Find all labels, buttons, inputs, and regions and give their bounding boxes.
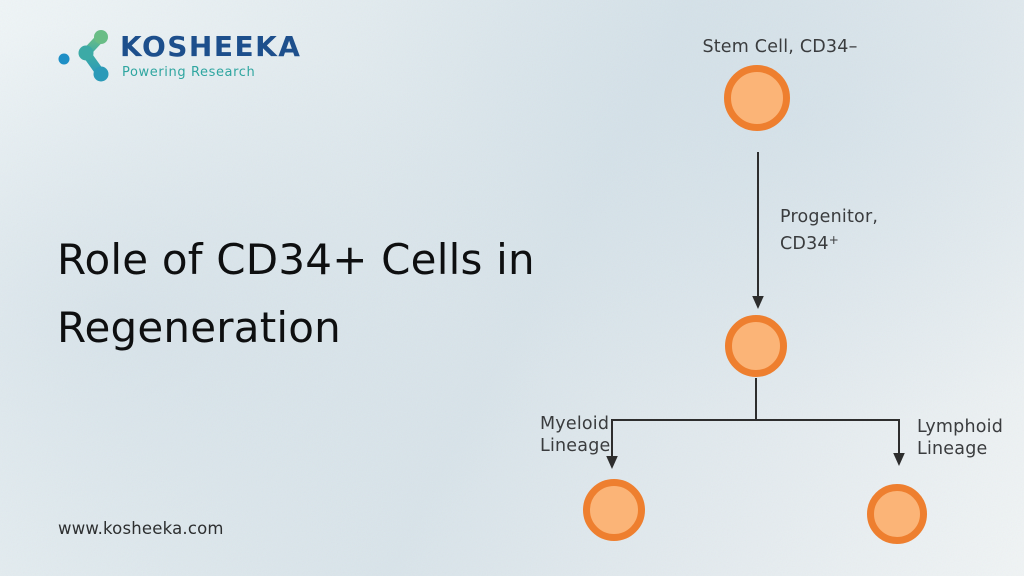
lymphoid-lineage-label: Lymphoid Lineage — [917, 416, 1003, 460]
brand-logo: KOSHEEKA Powering Research — [56, 26, 301, 86]
website-url: www.kosheeka.com — [58, 519, 224, 538]
myeloid-label-line2: Lineage — [540, 436, 611, 456]
progenitor-label: Progenitor, CD34+ — [780, 206, 878, 256]
progenitor-cell-node — [725, 315, 787, 377]
myeloid-cell-node — [583, 479, 645, 541]
stem-cell-node — [724, 65, 790, 131]
page-title: Role of CD34+ Cells in Regeneration — [57, 226, 535, 362]
page-title-line2: Regeneration — [57, 303, 341, 352]
page-title-line1: Role of CD34+ Cells in — [57, 235, 535, 284]
brand-name: KOSHEEKA — [120, 30, 302, 64]
myeloid-label-line1: Myeloid — [540, 414, 610, 434]
lymphoid-label-line2: Lineage — [917, 439, 988, 459]
progenitor-label-line1: Progenitor, — [780, 207, 879, 227]
lymphoid-label-line1: Lymphoid — [917, 417, 1004, 437]
lymphoid-cell-node — [867, 484, 927, 544]
brand-text-block: KOSHEEKA Powering Research — [120, 30, 302, 80]
kosheeka-logo-icon — [58, 30, 109, 82]
stem-cell-label: Stem Cell, CD34– — [702, 37, 858, 57]
brand-tagline: Powering Research — [122, 64, 256, 80]
myeloid-lineage-label: Myeloid Lineage — [540, 413, 610, 457]
progenitor-label-line2: CD34+ — [780, 233, 840, 254]
